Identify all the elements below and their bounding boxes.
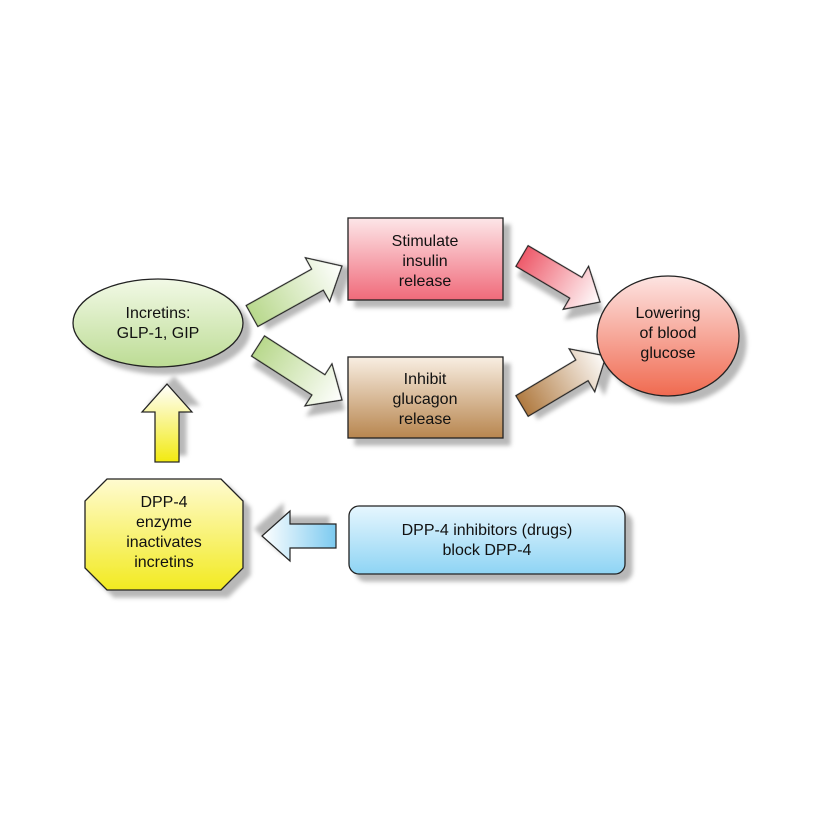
arrow-shape	[245, 256, 343, 328]
stimulate-box	[347, 217, 504, 301]
lowering-line-3: glucose	[640, 345, 695, 362]
lowering-ellipse	[596, 275, 740, 397]
lowering-line-1: Lowering	[636, 305, 701, 322]
inhibitors-box	[348, 505, 626, 575]
dpp4-line-3: inactivates	[126, 534, 202, 551]
arrow-shape	[140, 383, 194, 463]
dpp4-octagon	[84, 478, 244, 591]
arrow-shape	[515, 347, 607, 418]
node-dpp4-inhibitors: DPP-4 inhibitors (drugs) block DPP-4	[348, 505, 626, 575]
arrow-stimulate-to-lowering	[515, 244, 601, 311]
node-stimulate-insulin: Stimulate insulin release	[347, 217, 504, 301]
stimulate-line-1: Stimulate	[392, 233, 459, 250]
dpp4-line-2: enzyme	[136, 514, 192, 531]
arrows	[140, 244, 607, 563]
stimulate-line-3: release	[399, 273, 452, 290]
incretins-line-1: Incretins:	[126, 305, 191, 322]
node-incretins: Incretins: GLP-1, GIP	[72, 278, 244, 368]
node-inhibit-glucagon: Inhibit glucagon release	[347, 356, 504, 439]
lowering-line-2: of blood	[640, 325, 697, 342]
node-dpp4-enzyme: DPP-4 enzyme inactivates incretins	[84, 478, 244, 591]
incretins-line-2: GLP-1, GIP	[117, 325, 200, 342]
node-lowering-glucose: Lowering of blood glucose	[596, 275, 740, 397]
arrow-shape	[261, 509, 337, 563]
arrow-shape	[250, 335, 343, 407]
dpp4-line-1: DPP-4	[140, 494, 187, 511]
arrow-inhibit-to-lowering	[515, 347, 607, 418]
stimulate-line-2: insulin	[402, 253, 447, 270]
incretins-ellipse	[72, 278, 244, 368]
arrow-incretins-to-stimulate	[245, 256, 343, 328]
arrow-dpp4-to-incretins	[140, 383, 194, 463]
inhibit-box	[347, 356, 504, 439]
inhibit-line-3: release	[399, 411, 452, 428]
inhibit-line-1: Inhibit	[404, 371, 447, 388]
dpp4-line-4: incretins	[134, 554, 194, 571]
arrow-incretins-to-inhibit	[250, 335, 343, 407]
arrow-inhibitors-to-dpp4	[261, 509, 337, 563]
inhibitors-line-1: DPP-4 inhibitors (drugs)	[402, 522, 573, 539]
inhibit-line-2: glucagon	[393, 391, 458, 408]
arrow-shape	[515, 244, 601, 311]
inhibitors-line-2: block DPP-4	[443, 542, 532, 559]
